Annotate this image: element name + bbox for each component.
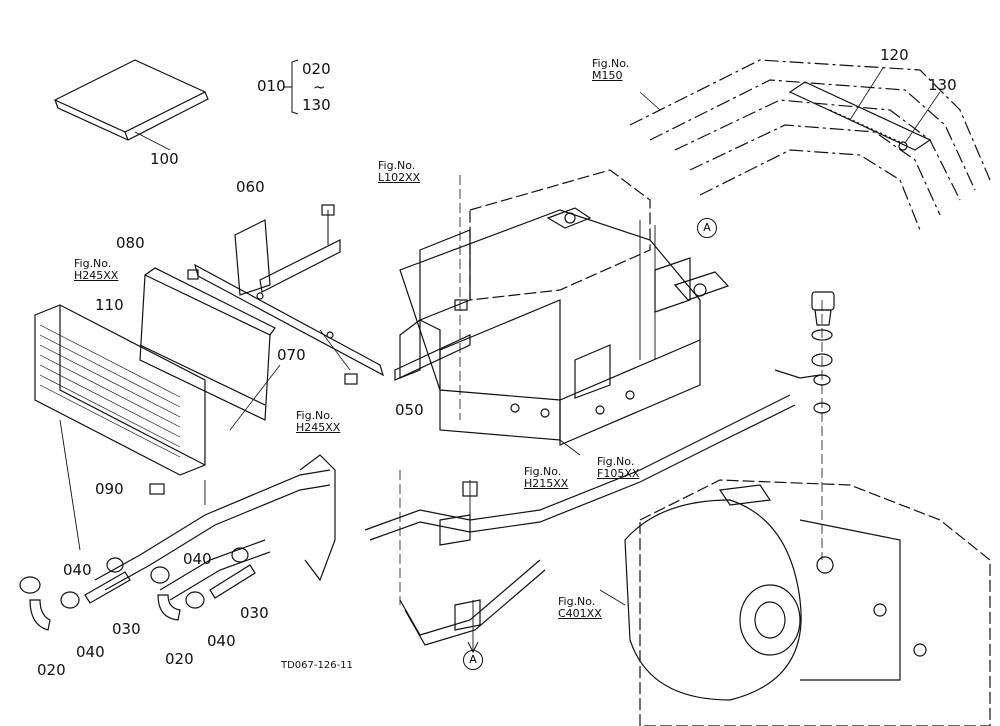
bracket-060	[234, 204, 341, 296]
part-030-label-a: 030	[112, 620, 141, 638]
part-040-label-c: 040	[183, 550, 212, 568]
part-040-label-a: 040	[63, 561, 92, 579]
plate-080	[139, 267, 276, 421]
part-020-range-label: 020	[302, 60, 331, 78]
stay-070	[194, 263, 384, 377]
elbow-fittings	[29, 594, 181, 631]
fig-ref-h215: Fig.No. H215XX	[524, 465, 569, 490]
bracket-120	[788, 81, 932, 151]
part-120-label: 120	[880, 46, 909, 64]
transmission-case	[624, 479, 991, 726]
part-040-label-d: 040	[207, 632, 236, 650]
part-130-range-label: 130	[302, 96, 331, 114]
part-130-label: 130	[928, 76, 957, 94]
main-frame	[399, 169, 730, 446]
bracket-050	[394, 318, 471, 381]
fig-ref-h245-b: Fig.No. H245XX	[296, 409, 341, 434]
part-090-label: 090	[95, 480, 124, 498]
hose-030-right	[209, 564, 256, 599]
part-030-label-b: 030	[240, 604, 269, 622]
banjo-fitting-stack	[774, 291, 835, 414]
part-020-label-b: 020	[165, 650, 194, 668]
part-040-label-b: 040	[76, 643, 105, 661]
part-080-label: 080	[116, 234, 145, 252]
part-060-label: 060	[236, 178, 265, 196]
manual-book	[53, 59, 209, 151]
hose-assembly	[94, 454, 336, 601]
part-050-label: 050	[395, 401, 424, 419]
fig-ref-m150: Fig.No. M150	[592, 57, 630, 82]
oil-pipe	[364, 394, 796, 646]
fig-ref-c401: Fig.No. C401XX	[558, 595, 602, 620]
oil-cooler	[34, 304, 206, 476]
marker-a-top: A	[697, 218, 717, 238]
part-010-label: 010	[257, 77, 286, 95]
fig-ref-h245-a: Fig.No. H245XX	[74, 257, 119, 282]
range-tilde: ~	[313, 78, 326, 96]
part-100-label: 100	[150, 150, 179, 168]
bolts	[149, 269, 468, 495]
part-020-label-a: 020	[37, 661, 66, 679]
part-070-label: 070	[277, 346, 306, 364]
fig-ref-l102: Fig.No. L102XX	[378, 159, 421, 184]
drawing-code: TD067-126-11	[281, 660, 353, 671]
marker-a-bottom: A	[463, 650, 483, 670]
hose-030-left	[84, 571, 131, 604]
part-110-label: 110	[95, 296, 124, 314]
hose-clamps	[19, 547, 249, 609]
fig-ref-f105: Fig.No. F105XX	[597, 455, 640, 480]
frame-brackets	[419, 229, 691, 399]
